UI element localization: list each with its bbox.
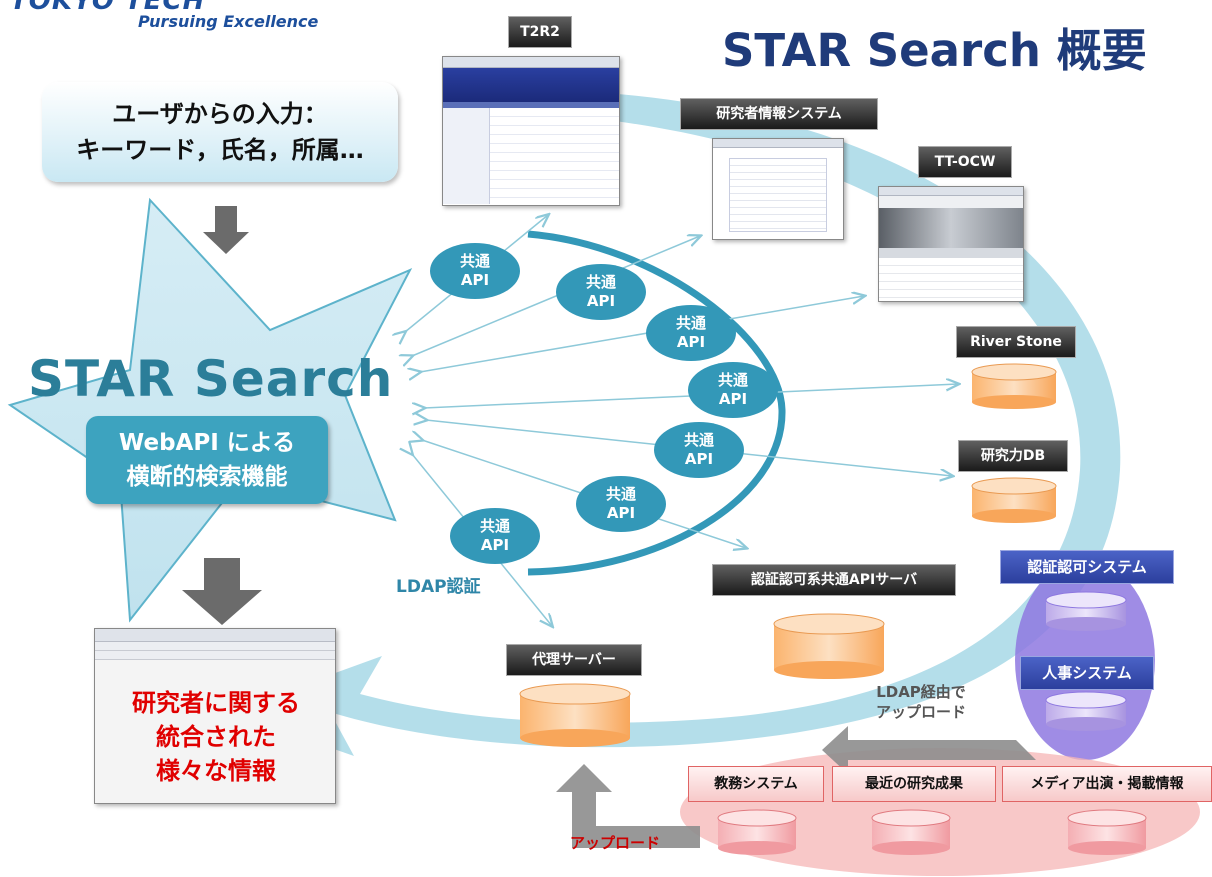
ldap-auth-label: LDAP認証 — [396, 577, 481, 597]
cylinder-hr-system — [1045, 691, 1127, 731]
result-screenshot — [94, 628, 336, 804]
user-input-line2: キーワード，氏名，所属… — [76, 136, 364, 164]
page-title: STAR Search 概要 — [722, 24, 1147, 77]
label-t2r2: T2R2 — [508, 16, 572, 48]
star-burst — [7, 197, 413, 623]
cylinder-auth-system — [1045, 591, 1127, 631]
logo: TOKYO TECH — [10, 0, 206, 16]
cylinder-research-db — [971, 477, 1057, 523]
logo-tagline: Pursuing Excellence — [138, 12, 319, 31]
webapi-feature-box: WebAPI による 横断的検索機能 — [86, 416, 328, 504]
cylinder-media — [1067, 809, 1147, 855]
down-arrow-2 — [182, 558, 262, 625]
upload-arrow — [556, 764, 700, 848]
webapi-line1: WebAPI による — [118, 430, 296, 456]
label-tt-ocw: TT-OCW — [918, 146, 1012, 178]
label-research-db: 研究力DB — [958, 440, 1068, 472]
tt-ocw-screenshot — [878, 186, 1024, 302]
label-researcher-info: 研究者情報システム — [680, 98, 878, 130]
label-auth-api-server: 認証認可系共通APIサーバ — [712, 564, 956, 596]
cylinder-proxy-server — [519, 683, 631, 747]
user-input-box: ユーザからの入力： キーワード，氏名，所属… — [42, 82, 398, 182]
ldap-upload-label: LDAP経由で アップロード — [876, 683, 967, 721]
label-proxy-server: 代理サーバー — [506, 644, 642, 676]
cylinder-auth-api-server — [773, 613, 885, 679]
down-arrow-1 — [203, 206, 249, 254]
label-media-info: メディア出演・掲載情報 — [1002, 766, 1212, 802]
label-auth-system: 認証認可システム — [1000, 550, 1174, 584]
webapi-line2: 横断的検索機能 — [126, 464, 288, 490]
label-hr-system: 人事システム — [1020, 656, 1154, 690]
upload-arrow-ldap — [822, 726, 1036, 774]
cylinder-academic — [717, 809, 797, 855]
cylinder-river-stone — [971, 363, 1057, 409]
label-academic-system: 教務システム — [688, 766, 824, 802]
t2r2-screenshot — [442, 56, 620, 206]
label-river-stone: River Stone — [956, 326, 1076, 358]
researcher-info-screenshot — [712, 138, 844, 240]
user-input-line1: ユーザからの入力： — [112, 100, 328, 128]
label-recent-results: 最近の研究成果 — [832, 766, 996, 802]
upload-label: アップロード — [570, 834, 661, 852]
cylinder-recent — [871, 809, 951, 855]
star-search-title: STAR Search — [28, 350, 394, 408]
result-text: 研究者に関する 統合された 様々な情報 — [132, 689, 300, 785]
